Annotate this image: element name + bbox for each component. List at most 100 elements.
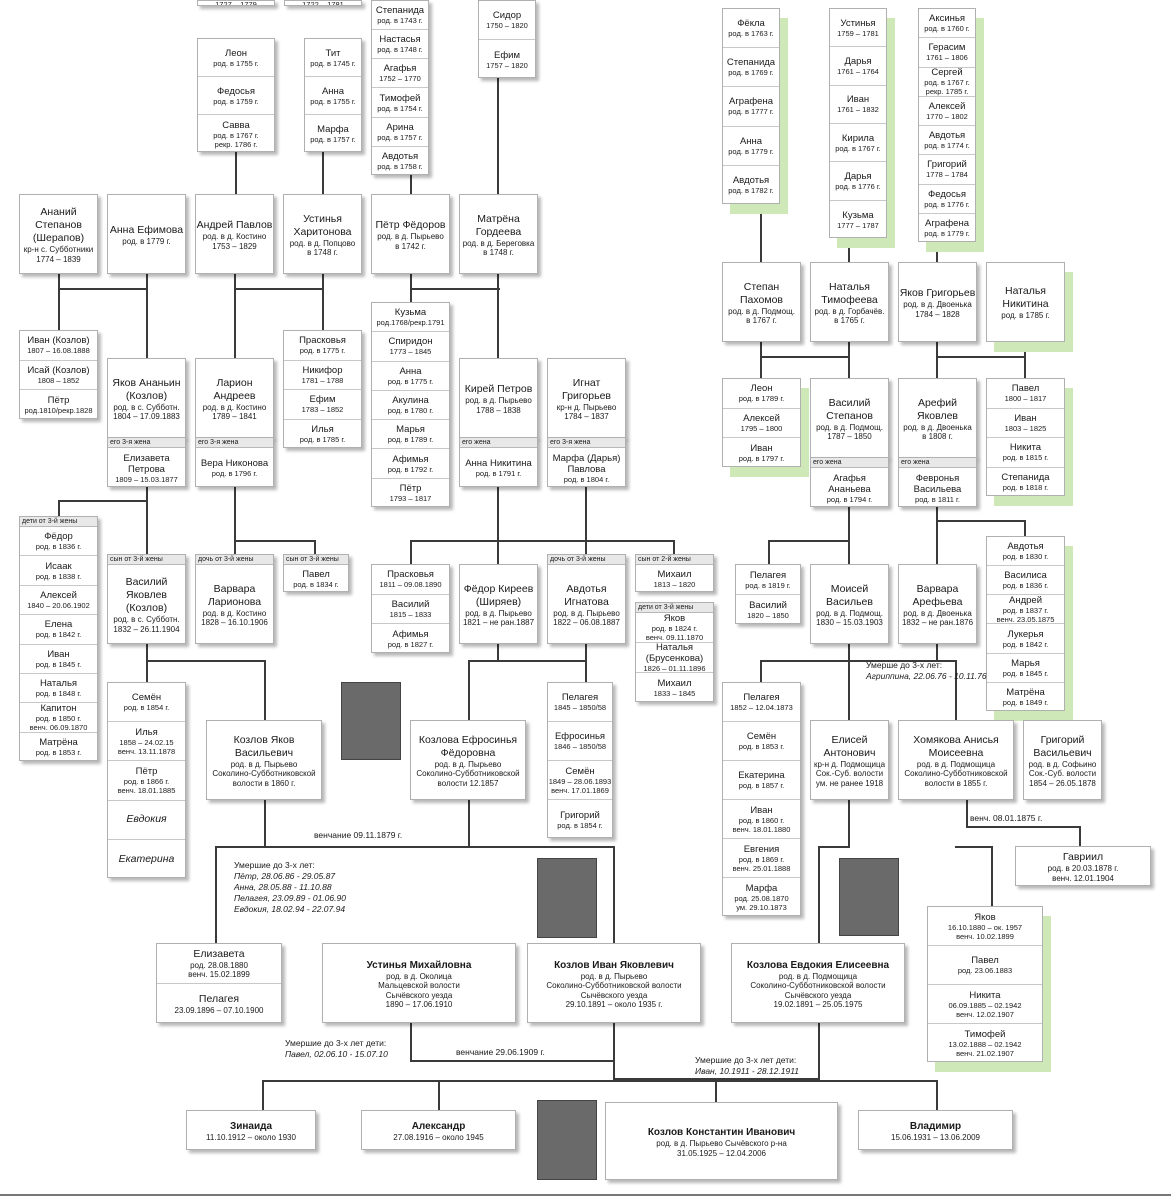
person-entry: Кузьмарод.1768/рекр.1791род.1768/рекр.17…: [372, 303, 449, 333]
person-name: Исай (Козлов): [27, 364, 90, 376]
annotation-line: Анна, 28.05.88 - 11.10.88: [234, 882, 332, 892]
person-name: Александр: [411, 1120, 466, 1132]
person-name: Анна: [399, 365, 422, 377]
person-name: Елизавета: [193, 947, 245, 960]
person-name: Устинья Михайловна: [366, 959, 472, 971]
relation-header: дочь от 3-й жены: [196, 555, 273, 565]
person-name: Семён: [131, 692, 162, 704]
person-date-line: 1840 – 20.06.1902: [27, 600, 90, 610]
person-date-line: род. в 1785 г.: [299, 435, 346, 445]
person-date-line: 1821 – не ран.1887: [462, 618, 535, 627]
person-name: Степанида: [1001, 472, 1050, 484]
person-name: Агафья Ананьева: [828, 472, 871, 495]
person-date-line: венч. 17.01.1869: [551, 785, 609, 795]
person-name: Ефим: [309, 394, 336, 406]
page-border: [0, 1194, 1171, 1196]
person-name: Иван: [1014, 412, 1037, 424]
person-date-line: 1722 – 1781: [302, 1, 344, 6]
person-date-line: 1822 – 06.08.1887: [553, 618, 620, 627]
person-date-line: род. в д. Софьино: [1028, 759, 1097, 769]
person-date-line: венч. 06.09.1870: [29, 722, 88, 732]
person-name: Пелагея: [743, 692, 780, 703]
person-date-line: род. в 1745 г.: [310, 58, 356, 68]
relation-header: его жена: [899, 458, 976, 468]
person-name: Герасим: [928, 42, 966, 54]
person-name: Варвара Ларионова: [207, 582, 262, 608]
person-date-line: род. в д. Пырьево: [377, 232, 444, 241]
person-name: Фёдор: [44, 531, 73, 543]
relation-header: дети от 3-й жены: [636, 603, 713, 613]
person-date-line: род. в 1804 г.: [563, 474, 610, 484]
person-name: Иван: [750, 804, 773, 816]
person-date-line: 1778 – 1784: [926, 170, 968, 180]
person-name: Авдотья: [381, 151, 419, 163]
person-name: Семён: [746, 731, 777, 742]
person-date-line: род. в 1834 г.: [293, 580, 339, 589]
person-name: Фёдор Киреев (Ширяев): [463, 582, 534, 608]
person-date-line: 27.08.1916 – около 1945: [393, 1132, 484, 1142]
person-name: Дарья: [844, 170, 872, 182]
person-name: Капитон: [40, 703, 77, 714]
person-date-line: 1761 – 1806: [926, 53, 968, 63]
person-entry: Василий Яковлев (Козлов)род. в с. Суббот…: [108, 565, 185, 643]
person-date-line: род. в 1796 г.: [211, 469, 258, 478]
person-date-line: волости 12.1857: [437, 778, 499, 788]
person-date-line: в 1742 г.: [395, 241, 426, 251]
person-date-line: род. в 1754 г.: [377, 103, 423, 113]
person-name: Фёкла: [737, 18, 765, 30]
person-name: Кузьма: [842, 209, 874, 221]
person-date-line: род. в д. Береговка: [462, 238, 535, 248]
person-name: Марья: [396, 424, 425, 436]
person-date-line: 1826 – 01.11.1896: [643, 664, 706, 673]
person-date-line: род. в 1755 г.: [310, 96, 356, 106]
person-name: Тит: [325, 47, 341, 59]
relation-header: его 3-я жена: [108, 438, 185, 448]
person-date-line: 1890 – 17.06.1910: [385, 1000, 453, 1009]
person-date-line: 1788 – 1838: [476, 405, 521, 415]
person-date-line: венч. 25.01.1888: [732, 863, 791, 873]
person-date-line: род. в 1842 г.: [35, 630, 82, 640]
person-date-line: род. в 1853 г.: [738, 742, 785, 751]
person-name: Григорий: [927, 159, 967, 171]
person-date-line: 1793 – 1817: [389, 494, 432, 504]
person-entry: 1722 – 17811722 – 1781: [285, 1, 361, 6]
person-date-line: род. в 1838 г.: [35, 571, 82, 581]
person-date-line: род. в д. Пырьево: [434, 759, 502, 769]
person-name: Анна Ефимова: [109, 223, 184, 236]
relation-header: его жена: [811, 458, 888, 468]
annotation-line: Пётр, 28.06.86 - 29.05.87: [234, 871, 336, 881]
